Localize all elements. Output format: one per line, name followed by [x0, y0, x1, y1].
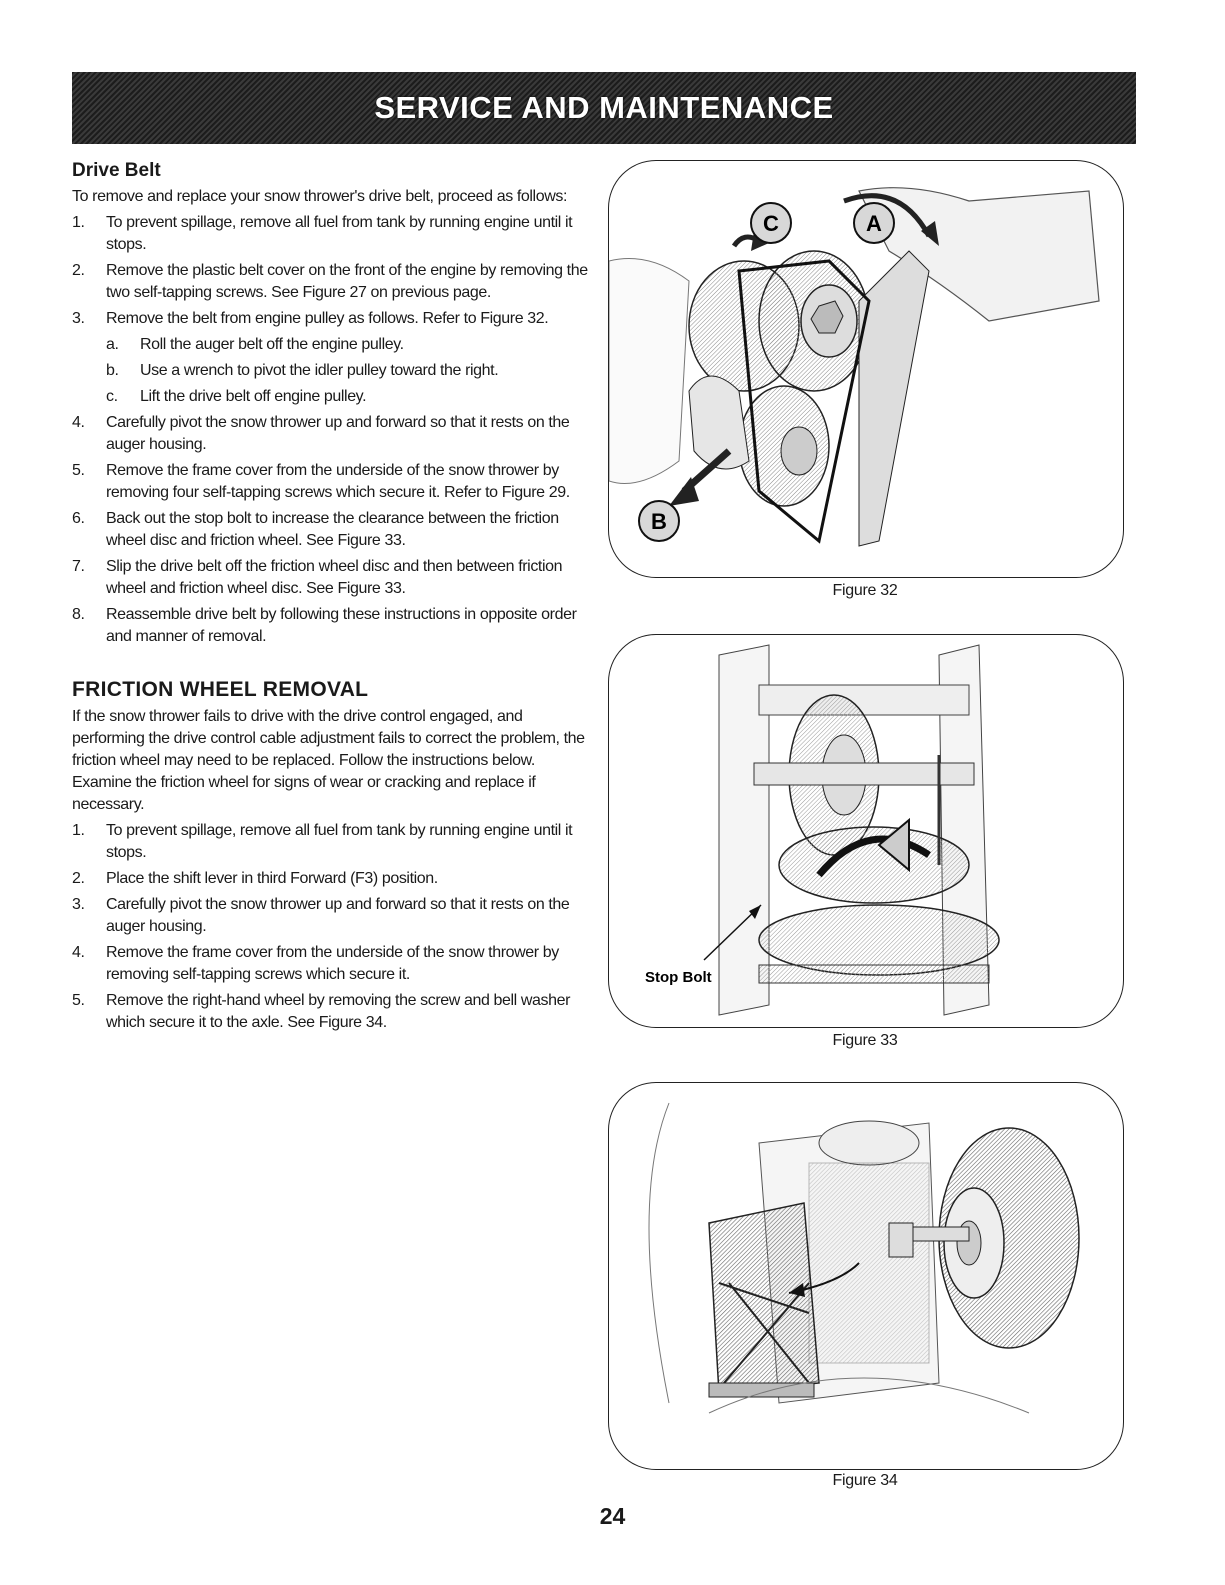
- list-item: 7. Slip the drive belt off the friction w…: [72, 556, 592, 600]
- list-subitem: b. Use a wrench to pivot the idler pulley…: [72, 360, 592, 382]
- step-text: Back out the stop bolt to increase the c…: [106, 510, 559, 549]
- friction-wheel-drawing: Stop Bolt: [645, 644, 1000, 1016]
- text-column: Drive Belt To remove and replace your sn…: [72, 160, 592, 1034]
- step-text: Remove the belt from engine pulley as fo…: [106, 310, 549, 327]
- step-text: Place the shift lever in third Forward (…: [106, 870, 438, 887]
- section-banner: SERVICE AND MAINTENANCE: [72, 72, 1136, 144]
- drive-belt-intro: To remove and replace your snow thrower'…: [72, 188, 567, 205]
- pulley-drawing: C A B: [609, 187, 1100, 547]
- banner-title: SERVICE AND MAINTENANCE: [374, 90, 834, 125]
- list-subitem: a. Roll the auger belt off the engine pul…: [72, 334, 592, 356]
- list-item: 2. Place the shift lever in third Forward…: [72, 868, 592, 890]
- substep-letter: a.: [106, 336, 119, 353]
- step-text: Remove the frame cover from the undersid…: [106, 462, 570, 501]
- list-item: 5. Remove the right-hand wheel by removin…: [72, 990, 592, 1034]
- substep-letter: b.: [106, 362, 119, 379]
- svg-text:B: B: [651, 509, 667, 534]
- step-text: Carefully pivot the snow thrower up and …: [106, 414, 570, 453]
- stop-bolt-label: Stop Bolt: [645, 969, 712, 986]
- step-text: To prevent spillage, remove all fuel fro…: [106, 214, 573, 253]
- callout-a-badge: A: [853, 202, 895, 244]
- substep-letter: c.: [106, 388, 118, 405]
- step-text: To prevent spillage, remove all fuel fro…: [106, 822, 573, 861]
- step-text: Slip the drive belt off the friction whe…: [106, 558, 563, 597]
- step-number: 7.: [72, 558, 85, 575]
- step-number: 3.: [72, 896, 85, 913]
- step-number: 4.: [72, 944, 85, 961]
- step-number: 8.: [72, 606, 85, 623]
- figure-33-caption: Figure 33: [832, 1032, 898, 1049]
- step-text: Remove the right-hand wheel by removing …: [106, 992, 571, 1031]
- list-item: 3. Carefully pivot the snow thrower up an…: [72, 894, 592, 938]
- list-item: 6. Back out the stop bolt to increase the…: [72, 508, 592, 552]
- step-text: Remove the frame cover from the undersid…: [106, 944, 559, 983]
- list-item: 4. Carefully pivot the snow thrower up an…: [72, 412, 592, 456]
- step-number: 6.: [72, 510, 85, 527]
- svg-text:C: C: [763, 211, 779, 236]
- drive-belt-heading: Drive Belt: [72, 160, 161, 181]
- step-number: 5.: [72, 462, 85, 479]
- step-number: 1.: [72, 214, 85, 231]
- step-number: 5.: [72, 992, 85, 1009]
- list-item: 2. Remove the plastic belt cover on the f…: [72, 260, 592, 304]
- step-number: 2.: [72, 870, 85, 887]
- list-item: 3. Remove the belt from engine pulley as …: [72, 308, 592, 330]
- step-number: 2.: [72, 262, 85, 279]
- list-item: 5. Remove the frame cover from the unders…: [72, 460, 592, 504]
- step-number: 3.: [72, 310, 85, 327]
- svg-text:A: A: [866, 211, 882, 236]
- figure-32-caption: Figure 32: [832, 582, 898, 599]
- list-item: 8. Reassemble drive belt by following the…: [72, 604, 592, 648]
- step-number: 1.: [72, 822, 85, 839]
- callout-c-badge: C: [750, 202, 792, 244]
- substep-text: Lift the drive belt off engine pulley.: [140, 388, 367, 405]
- list-item: 1. To prevent spillage, remove all fuel f…: [72, 820, 592, 864]
- figure-34-caption: Figure 34: [832, 1472, 898, 1489]
- friction-intro: If the snow thrower fails to drive with …: [72, 708, 585, 813]
- figure-32-illustration: C A B: [608, 160, 1124, 578]
- step-text: Carefully pivot the snow thrower up and …: [106, 896, 570, 935]
- list-subitem: c. Lift the drive belt off engine pulley.: [72, 386, 592, 408]
- substep-text: Use a wrench to pivot the idler pulley t…: [140, 362, 499, 379]
- step-text: Remove the plastic belt cover on the fro…: [106, 262, 588, 301]
- figure-34-illustration: [608, 1082, 1124, 1470]
- figure-33-illustration: Stop Bolt: [608, 634, 1124, 1028]
- substep-text: Roll the auger belt off the engine pulle…: [140, 336, 404, 353]
- step-text: Reassemble drive belt by following these…: [106, 606, 577, 645]
- friction-heading: FRICTION WHEEL REMOVAL: [72, 678, 369, 701]
- list-item: 1. To prevent spillage, remove all fuel f…: [72, 212, 592, 256]
- page-number: 24: [599, 1503, 626, 1529]
- step-number: 4.: [72, 414, 85, 431]
- list-item: 4. Remove the frame cover from the unders…: [72, 942, 592, 986]
- callout-b-badge: B: [638, 500, 680, 542]
- wheel-removal-drawing: [648, 1102, 1080, 1414]
